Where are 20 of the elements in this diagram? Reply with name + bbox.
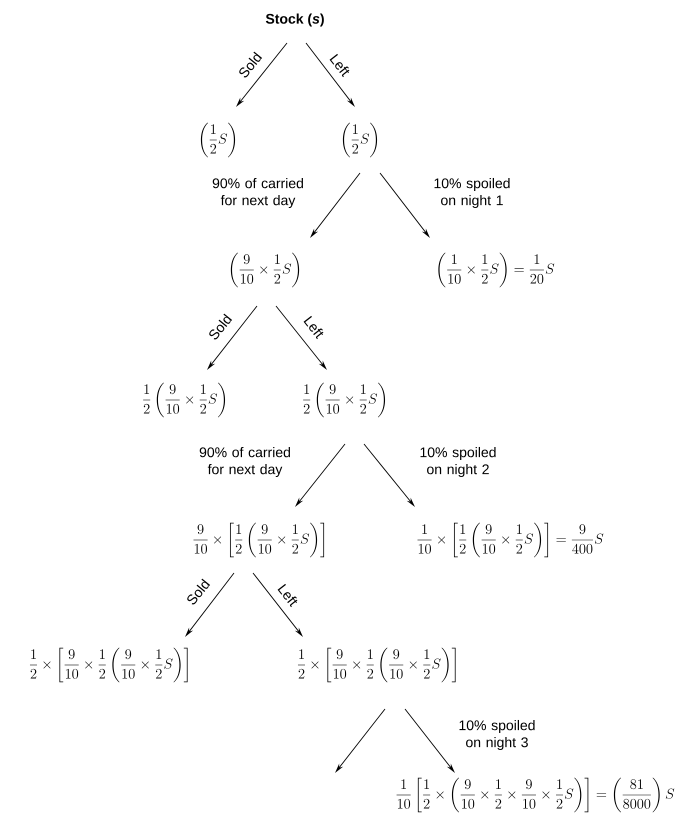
formula-text: $\frac{1}{10}\left[\frac{1}{2}\times\left(\frac{9}{10}\times\frac{1}{2}\times\frac{9}{10}\times\frac{1}{2}S\right)\right]=\left(\frac{81}{8000}\right)S$	[396, 778, 674, 812]
edge-label: 10% spoiled on night 3	[460, 720, 535, 750]
formula-text: $\frac{1}{2}\left(\frac{9}{10}\times\frac{1}{2}S\right)$	[143, 382, 226, 418]
edge-label: 10% spoiled on night 2	[420, 446, 496, 478]
formula-text: $\left(\frac{9}{10}\times\frac{1}{2}S\right)$	[230, 252, 300, 288]
formula-text: $\left(\frac{1}{10}\times\frac{1}{2}S\right)=\frac{1}{20}S$	[438, 252, 554, 288]
edge-label: 90% of carried for next day	[200, 446, 290, 478]
formula-text: $\frac{1}{2}\times\left[\frac{9}{10}\times\frac{1}{2}\left(\frac{9}{10}\times\frac{1}{2}S\right)\right]$	[298, 648, 456, 682]
edge-label: 90% of carried for next day	[212, 178, 303, 208]
formula-text: $\frac{9}{10}\times\left[\frac{1}{2}\left(\frac{9}{10}\times\frac{1}{2}S\right)\right]$	[194, 522, 324, 558]
formula-text: $\frac{1}{2}\times\left[\frac{9}{10}\times\frac{1}{2}\left(\frac{9}{10}\times\frac{1}{2}S\right)\right]$	[30, 648, 188, 682]
edge-label: 10% spoiled on night 1	[434, 178, 510, 208]
formula-text: $\left(\frac{1}{2}S\right)$	[200, 122, 236, 158]
formula-text: $\left(\frac{1}{2}S\right)$	[342, 122, 378, 158]
formula-text: $\frac{1}{10}\times\left[\frac{1}{2}\left(\frac{9}{10}\times\frac{1}{2}S\right)\right]=\frac{9}{400}S$	[417, 522, 604, 558]
edge-label: Left	[330, 54, 350, 78]
edge-label: Left	[278, 584, 298, 608]
heading-text: Stock (s)	[266, 13, 324, 27]
edge-label: Left	[304, 316, 324, 340]
formula-text: $\frac{1}{2}\left(\frac{9}{10}\times\frac{1}{2}S\right)$	[303, 382, 386, 418]
